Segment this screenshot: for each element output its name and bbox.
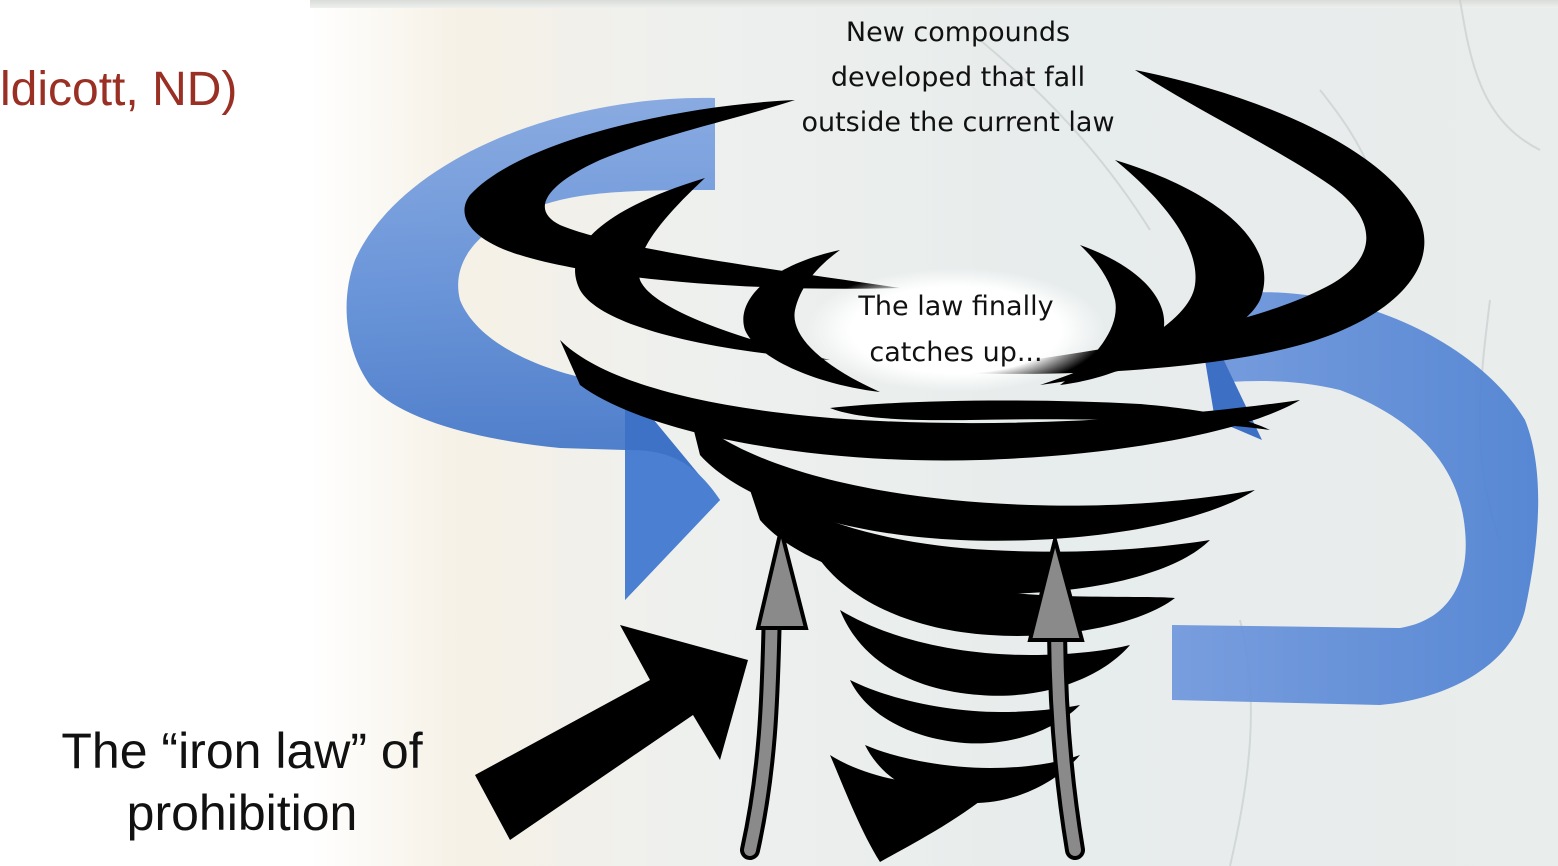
vortex-band-6: [690, 415, 1255, 541]
vortex-band-2-left: [575, 178, 830, 360]
vortex-tip: [830, 755, 1000, 862]
center-glow: [806, 268, 1106, 392]
iron-law-caption-line: prohibition: [126, 785, 358, 841]
iron-law-pointer-arrow: [475, 625, 748, 840]
gray-upward-arrow-left: [740, 529, 809, 860]
label-law-catches-up: The law finally catches up...: [826, 284, 1086, 376]
iron-law-caption: The “iron law” of prohibition: [12, 720, 472, 844]
vortex-band-7: [745, 475, 1210, 594]
vortex-band-3-left: [743, 250, 880, 392]
vortex-band-top-right: [940, 70, 1425, 374]
blue-cycle-arrow-left: [346, 97, 720, 600]
slide-title-fragment: ldicott, ND): [0, 63, 238, 116]
background-top-band: [310, 0, 1558, 8]
iron-law-caption-line: The “iron law” of: [61, 723, 423, 779]
vortex-band-top-left: [464, 100, 900, 289]
vortex-band-5: [830, 400, 1270, 430]
vortex-band-4: [560, 340, 1300, 461]
vortex-band-2-right: [1040, 160, 1265, 385]
label-law-catches-up-line: The law finally: [858, 291, 1054, 322]
vortex-band-3-right: [1060, 245, 1165, 385]
label-new-compounds-line: developed that fall: [830, 62, 1086, 93]
vortex-band-10: [850, 680, 1080, 744]
label-law-catches-up-line: catches up...: [869, 337, 1043, 368]
vortex-band-8: [820, 560, 1175, 636]
gray-upward-arrow-right: [1027, 532, 1085, 860]
label-new-compounds-line: outside the current law: [801, 107, 1115, 138]
label-new-compounds: New compounds developed that fall outsid…: [778, 10, 1138, 145]
label-new-compounds-line: New compounds: [845, 17, 1071, 48]
